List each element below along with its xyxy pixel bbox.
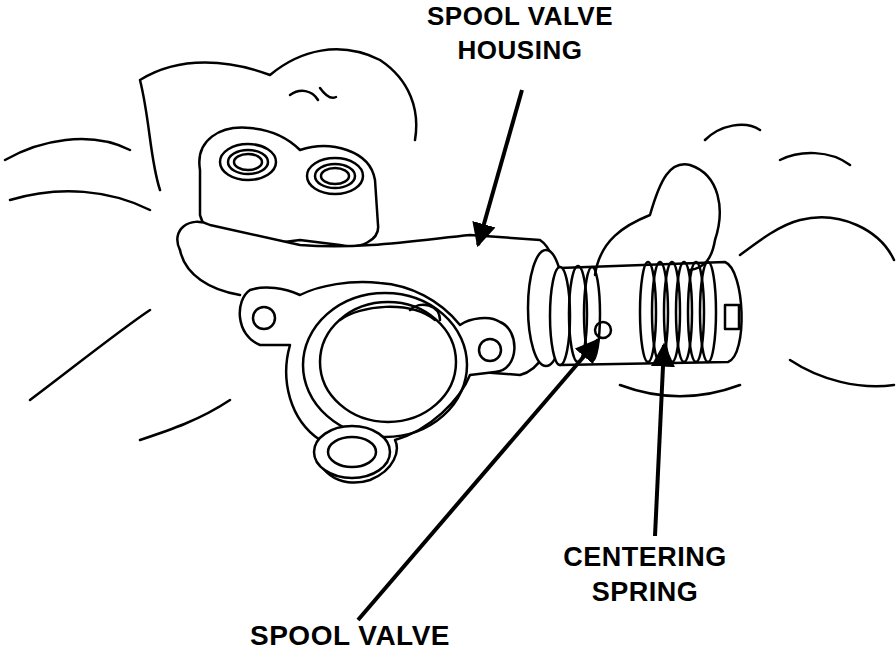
spool-hole: [595, 322, 611, 338]
bolt-hole: [253, 307, 275, 329]
lower-boss: [314, 426, 390, 478]
part-label: CENTERING SPRING: [530, 540, 760, 610]
bore-detail: [340, 305, 440, 320]
port-thread: [315, 164, 355, 188]
flange-bore-inner: [320, 302, 456, 422]
right-finger: [705, 125, 850, 165]
port-thread: [321, 168, 349, 184]
housing-edge: [180, 250, 240, 295]
port-hole: [220, 144, 276, 180]
flange-bore: [303, 293, 467, 437]
leader-arrow: [358, 340, 598, 620]
lower-boss-hole: [328, 437, 376, 467]
spool-end: [725, 305, 739, 329]
right-hand: [595, 164, 894, 396]
leader-arrow: [655, 345, 664, 536]
spool-land: [550, 267, 570, 365]
left-finger: [290, 88, 336, 100]
housing-flange: [240, 282, 515, 482]
part-label: SPOOL VALVE HOUSING: [405, 0, 635, 68]
centering-spring: [640, 262, 716, 362]
leader-arrow: [478, 90, 522, 245]
bolt-hole: [479, 339, 501, 361]
port-thread: [234, 154, 262, 170]
port-thread: [228, 150, 268, 174]
port-hole: [307, 158, 363, 194]
part-label: SPOOL VALVE: [215, 618, 485, 654]
